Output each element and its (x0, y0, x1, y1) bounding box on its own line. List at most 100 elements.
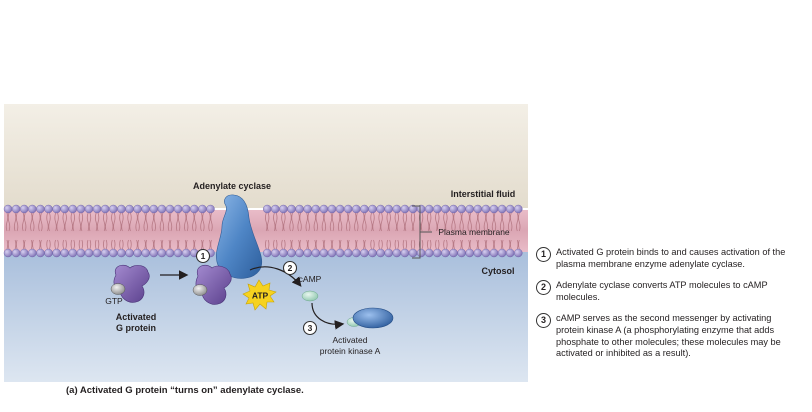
lipid-head (76, 248, 86, 258)
interstitial-fluid-region (4, 104, 528, 208)
lipid-tail (111, 212, 116, 250)
step-list: 1 Activated G protein binds to and cause… (536, 247, 796, 370)
lipid-head (60, 204, 69, 214)
lipid-head (165, 204, 175, 214)
lipid-head (352, 248, 361, 258)
lipid-head (295, 248, 304, 258)
lipid-head (319, 204, 329, 214)
adenylate-cyclase-shape (216, 194, 263, 279)
svg-text:2: 2 (288, 263, 293, 273)
lipid-head (514, 204, 523, 214)
lipid-tail (451, 212, 456, 250)
lipid-head (327, 204, 337, 214)
lipid-head (109, 248, 118, 258)
lipid-head (20, 204, 29, 214)
lipid-head (416, 248, 426, 258)
lipid-head (441, 248, 450, 258)
step-number: 1 (536, 247, 551, 262)
lipid-tail (192, 212, 197, 250)
conversion-arrow (249, 266, 302, 287)
lipid-head (319, 248, 329, 258)
lipid-tail (386, 212, 391, 250)
lipid-head (52, 204, 61, 214)
step-number: 2 (536, 280, 551, 296)
lipid-head (149, 204, 159, 214)
lipid-head (489, 204, 499, 214)
lipid-head (433, 248, 442, 258)
lipid-head (100, 204, 110, 214)
lipid-head (425, 248, 434, 258)
lipid-head (68, 204, 78, 214)
g-protein-bound (192, 264, 232, 305)
lipid-head (181, 248, 191, 258)
label-pka-1: Activated (333, 335, 368, 345)
svg-text:1: 1 (201, 251, 206, 261)
label-adenylate-cyclase: Adenylate cyclase (193, 181, 271, 191)
lipid-head (384, 248, 393, 258)
lipid-head (20, 248, 29, 258)
lipid-tail (200, 212, 205, 250)
lipid-tail (346, 212, 351, 250)
lipid-heads-inner (3, 248, 523, 258)
lipid-tail (143, 212, 148, 250)
lipid-head (311, 248, 320, 258)
lipid-tail (208, 212, 213, 250)
lipid-head (149, 248, 159, 258)
lipid-tail (491, 212, 497, 250)
lipid-head (279, 248, 288, 258)
membrane-core (4, 210, 528, 252)
lipid-tail (362, 212, 367, 250)
lipid-head (506, 248, 515, 258)
lipid-tail (86, 212, 92, 250)
lipid-head (92, 204, 102, 214)
lipid-head (392, 204, 401, 214)
step-text: Adenylate cyclase converts ATP molecules… (556, 280, 768, 302)
lipid-head (335, 204, 345, 214)
lipid-tail (516, 212, 521, 250)
lipid-head (100, 248, 110, 258)
lipid-tail (13, 212, 19, 250)
lipid-head (133, 204, 142, 214)
lipid-head (295, 204, 304, 214)
lipid-tail (329, 212, 335, 250)
lipid-head (44, 248, 53, 258)
lipid-head (473, 204, 482, 214)
lipid-tail (337, 212, 343, 250)
lipid-head (303, 204, 312, 214)
lipid-tail (127, 212, 132, 250)
messenger-arrow (311, 302, 345, 330)
label-cytosol: Cytosol (481, 266, 514, 276)
lipid-tail (354, 212, 359, 250)
lipid-head (76, 204, 86, 214)
lipid-tail (119, 212, 124, 250)
lipid-head (117, 248, 126, 258)
lipid-head (109, 204, 118, 214)
lipid-head (36, 248, 45, 258)
lipid-head (473, 248, 482, 258)
label-camp: cAMP (299, 274, 322, 284)
lipid-tail (483, 212, 489, 250)
lipid-tail (394, 212, 399, 250)
lipid-tail (435, 212, 440, 250)
lipid-head (360, 248, 369, 258)
lipid-head (368, 248, 377, 258)
lipid-head (335, 248, 345, 258)
lipid-tail (370, 212, 375, 250)
step-marker-2: 2 (282, 260, 298, 276)
lipid-head (28, 204, 37, 214)
lipid-tail (38, 212, 43, 250)
label-plasma-membrane: Plasma membrane (438, 227, 510, 237)
lipid-head (117, 204, 126, 214)
lipid-head (457, 204, 466, 214)
lipid-head (449, 248, 458, 258)
lipid-tail (313, 212, 318, 250)
atp-burst (242, 279, 277, 311)
lipid-tail (265, 212, 270, 250)
protein-kinase-a (352, 307, 394, 329)
lipid-head (376, 248, 385, 258)
g-protein-free (110, 264, 150, 303)
lipid-tail (54, 212, 59, 250)
lipid-tail (281, 212, 286, 250)
lipid-head (514, 248, 523, 258)
